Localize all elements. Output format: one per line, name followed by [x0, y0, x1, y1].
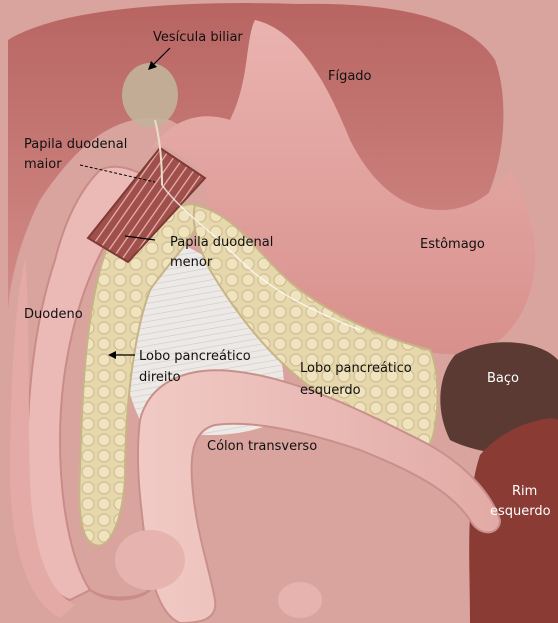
label-lobo-direito-line1: Lobo pancreático — [139, 349, 251, 364]
label-duodeno: Duodeno — [24, 307, 83, 322]
label-papila-menor-line1: Papila duodenal — [170, 235, 273, 250]
colon-end — [278, 582, 322, 618]
label-baco: Baço — [487, 371, 519, 386]
label-colon: Cólon transverso — [207, 439, 317, 454]
label-papila-menor-line2: menor — [170, 255, 213, 270]
label-figado: Fígado — [328, 69, 372, 84]
colon-loop — [115, 530, 185, 590]
label-lobo-direito-line2: direito — [139, 370, 181, 385]
gallbladder — [122, 63, 178, 127]
label-rim-line1: Rim — [512, 484, 537, 499]
label-papila-maior-line1: Papila duodenal — [24, 137, 127, 152]
label-estomago: Estômago — [420, 237, 485, 252]
label-lobo-esquerdo-line2: esquerdo — [300, 383, 361, 398]
label-vesicula: Vesícula biliar — [153, 30, 243, 45]
label-lobo-esquerdo-line1: Lobo pancreático — [300, 361, 412, 376]
label-papila-maior-line2: maior — [24, 157, 62, 172]
label-rim-line2: esquerdo — [490, 504, 551, 519]
